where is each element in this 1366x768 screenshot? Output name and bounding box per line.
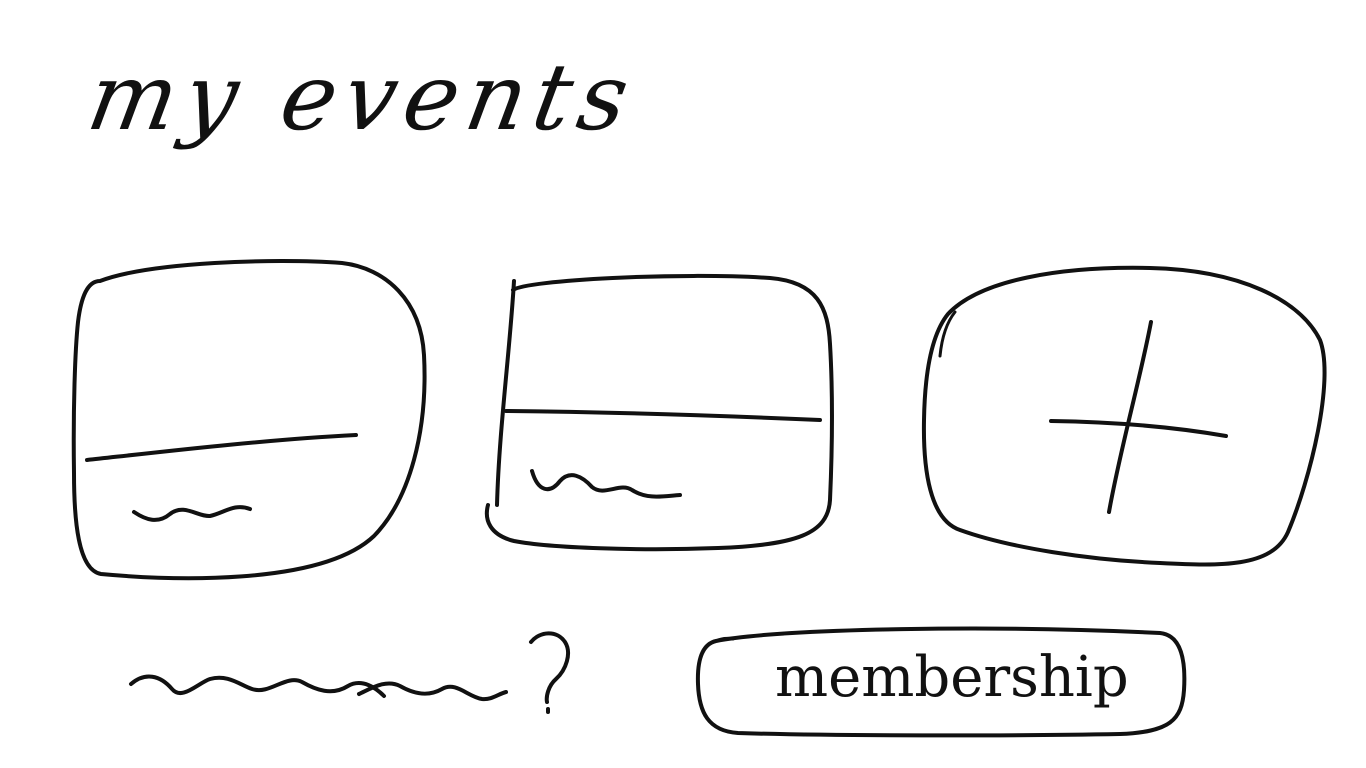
event-card-1[interactable] <box>74 258 428 580</box>
event-card-2[interactable] <box>486 272 833 552</box>
page-title: my events <box>80 44 645 151</box>
squiggle-text-line <box>129 674 508 702</box>
add-event-button[interactable] <box>922 266 1324 568</box>
question-mark-glyph <box>529 631 570 714</box>
membership-label: membership <box>775 645 1129 710</box>
